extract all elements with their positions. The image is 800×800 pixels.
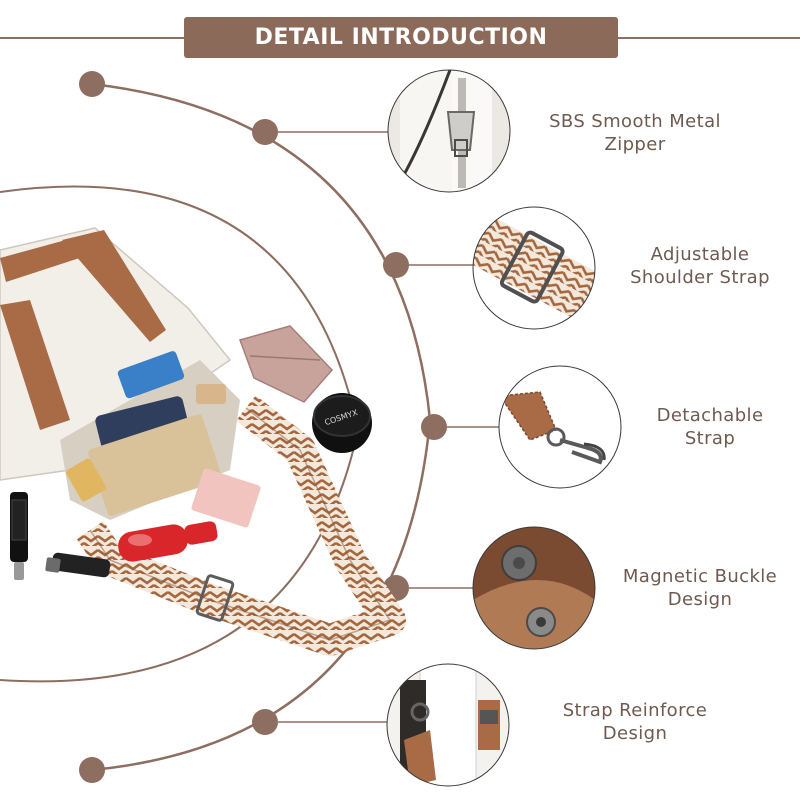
- section-title-banner: DETAIL INTRODUCTION: [184, 17, 618, 58]
- feature-label-shoulder-strap-line1: Adjustable: [650, 244, 750, 265]
- feature-label-detachable-strap-line2: Strap: [684, 428, 736, 449]
- arc-dot-1: [79, 71, 105, 97]
- arc-dot-6: [252, 709, 278, 735]
- feature-label-shoulder-strap-line2: Shoulder Strap: [630, 267, 770, 288]
- feature-label-strap-reinforce-line1: Strap Reinforce: [562, 700, 708, 721]
- feature-label-zipper-line2: Zipper: [604, 134, 666, 155]
- feature-label-strap-reinforce-line2: Design: [602, 723, 668, 744]
- mascara-tube-image: [10, 492, 28, 580]
- crossbody-bag-image: [0, 227, 406, 656]
- zipper-detail-icon: [387, 69, 511, 193]
- header-rule-right: [615, 37, 800, 39]
- feature-label-strap-reinforce: Strap Reinforce Design: [520, 699, 750, 745]
- feature-label-zipper-line1: SBS Smooth Metal: [549, 111, 721, 132]
- shoulder-strap-detail-icon: [472, 206, 596, 330]
- detachable-strap-hook-icon: [498, 365, 622, 489]
- header-rule-left: [0, 37, 185, 39]
- feature-label-magnetic-buckle-line2: Design: [667, 589, 733, 610]
- feature-label-zipper: SBS Smooth Metal Zipper: [520, 110, 750, 156]
- feature-label-magnetic-buckle: Magnetic Buckle Design: [600, 565, 800, 611]
- strap-reinforce-icon: [386, 663, 510, 787]
- arc-dot-7: [79, 757, 105, 783]
- feature-label-detachable-strap: Detachable Strap: [620, 404, 800, 450]
- magnetic-buckle-icon: [472, 526, 596, 650]
- feature-label-shoulder-strap: Adjustable Shoulder Strap: [600, 243, 800, 289]
- arc-dot-3: [383, 252, 409, 278]
- feature-label-magnetic-buckle-line1: Magnetic Buckle: [622, 566, 778, 587]
- compact-powder-image: COSMYX: [312, 393, 372, 453]
- wallet-image: [239, 325, 334, 403]
- lipstick-image: [45, 552, 111, 578]
- feature-label-detachable-strap-line1: Detachable: [656, 405, 764, 426]
- perfume-bottle-image: [118, 521, 218, 562]
- arc-dot-2: [252, 119, 278, 145]
- arc-dot-4: [421, 414, 447, 440]
